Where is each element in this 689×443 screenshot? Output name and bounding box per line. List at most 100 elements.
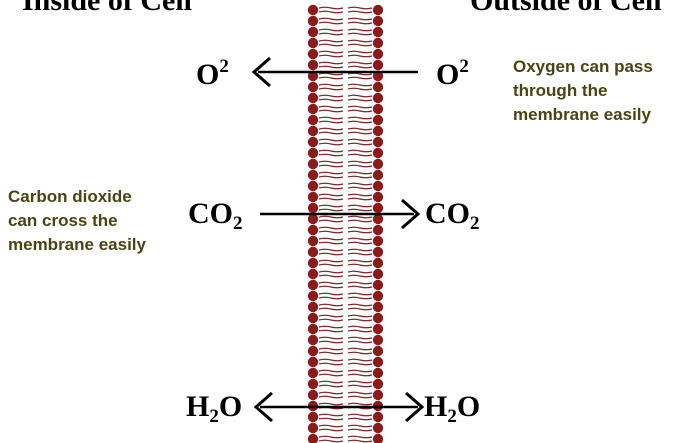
lipid-tail-inner bbox=[318, 380, 344, 384]
oxygen-note-line-2: through the bbox=[513, 81, 608, 100]
lipid-tail-outer bbox=[347, 98, 373, 102]
oxygen-note-line-3: membrane easily bbox=[513, 105, 651, 124]
lipid-head-inner bbox=[307, 422, 319, 434]
lipid-tail-inner bbox=[318, 171, 344, 175]
lipid-tail-outer bbox=[347, 270, 373, 274]
lipid-head-inner bbox=[307, 202, 319, 214]
lipid-tail-inner bbox=[318, 204, 344, 208]
lipid-head-inner bbox=[307, 70, 319, 82]
water-outside-label: H2O bbox=[424, 390, 480, 427]
lipid-tail-outer bbox=[347, 325, 373, 329]
lipid-tail-inner bbox=[318, 413, 344, 417]
outside-of-cell-heading: Outside of Cell bbox=[470, 0, 662, 17]
lipid-tail-outer bbox=[347, 149, 373, 153]
lipid-tail-outer bbox=[347, 171, 373, 175]
water-inside-subscript: 2 bbox=[209, 406, 219, 427]
lipid-head-inner bbox=[307, 4, 319, 16]
lipid-head-outer bbox=[372, 48, 384, 60]
lipid-tail-outer bbox=[347, 439, 373, 443]
lipid-head-outer bbox=[372, 81, 384, 93]
lipid-tail-inner bbox=[318, 94, 344, 98]
lipid-tail-inner bbox=[318, 248, 344, 252]
lipid-tail-inner bbox=[318, 17, 344, 21]
lipid-head-inner bbox=[307, 301, 319, 313]
lipid-tail-outer bbox=[347, 142, 373, 146]
lipid-head-inner bbox=[307, 323, 319, 335]
phospholipid-bilayer bbox=[307, 4, 384, 443]
lipid-tail-inner bbox=[318, 10, 344, 14]
inside-of-cell-heading: Inside of Cell bbox=[22, 0, 193, 17]
lipid-tail-outer bbox=[347, 395, 373, 399]
lipid-head-inner bbox=[307, 92, 319, 104]
lipid-head-outer bbox=[372, 257, 384, 269]
lipid-tail-inner bbox=[318, 325, 344, 329]
lipid-tail-outer bbox=[347, 417, 373, 421]
lipid-tail-outer bbox=[347, 391, 373, 395]
lipid-tail-inner bbox=[318, 32, 344, 36]
lipid-tail-outer bbox=[347, 116, 373, 120]
carbon-dioxide-outside-symbol: CO bbox=[425, 197, 470, 230]
lipid-head-inner bbox=[307, 224, 319, 236]
water-inside-label: H2O bbox=[186, 392, 242, 427]
lipid-tail-outer bbox=[347, 208, 373, 212]
lipid-tail-outer bbox=[347, 54, 373, 58]
lipid-head-inner bbox=[307, 191, 319, 203]
lipid-tail-inner bbox=[318, 28, 344, 32]
lipid-tail-outer bbox=[347, 39, 373, 43]
lipid-tail-inner bbox=[318, 340, 344, 344]
lipid-head-outer bbox=[372, 26, 384, 38]
lipid-head-outer bbox=[372, 279, 384, 291]
lipid-tail-inner bbox=[318, 318, 344, 322]
lipid-head-inner bbox=[307, 136, 319, 148]
lipid-head-inner bbox=[307, 147, 319, 159]
lipid-tail-inner bbox=[318, 219, 344, 223]
lipid-head-outer bbox=[372, 169, 384, 181]
lipid-head-outer bbox=[372, 213, 384, 225]
lipid-head-outer bbox=[372, 4, 384, 16]
lipid-tail-inner bbox=[318, 197, 344, 201]
carbon-dioxide-note-line-3: membrane easily bbox=[8, 235, 146, 254]
lipid-tail-inner bbox=[318, 153, 344, 157]
lipid-head-inner bbox=[307, 268, 319, 280]
lipid-head-outer bbox=[372, 15, 384, 27]
lipid-tail-outer bbox=[347, 175, 373, 179]
carbon-dioxide-note: Carbon dioxide can cross the membrane ea… bbox=[8, 185, 146, 257]
lipid-tail-inner bbox=[318, 237, 344, 241]
oxygen-outside-symbol: O bbox=[436, 58, 460, 91]
lipid-tail-inner bbox=[318, 263, 344, 267]
lipid-head-inner bbox=[307, 334, 319, 346]
lipid-tail-inner bbox=[318, 142, 344, 146]
lipid-tail-inner bbox=[318, 435, 344, 439]
water-outside-symbol: H bbox=[424, 390, 448, 423]
lipid-tail-outer bbox=[347, 83, 373, 87]
oxygen-inside-superscript: 2 bbox=[219, 56, 229, 77]
lipid-tail-outer bbox=[347, 369, 373, 373]
carbon-dioxide-inside-label: CO2 bbox=[188, 199, 243, 234]
lipid-tail-inner bbox=[318, 402, 344, 406]
lipid-tail-inner bbox=[318, 131, 344, 135]
lipid-tail-inner bbox=[318, 296, 344, 300]
lipid-head-inner bbox=[307, 279, 319, 291]
lipid-tail-outer bbox=[347, 219, 373, 223]
lipid-tail-inner bbox=[318, 83, 344, 87]
lipid-tail-inner bbox=[318, 230, 344, 234]
lipid-tail-outer bbox=[347, 43, 373, 47]
lipid-tail-inner bbox=[318, 281, 344, 285]
lipid-head-outer bbox=[372, 433, 384, 443]
carbon-dioxide-outside-subscript: 2 bbox=[470, 213, 480, 234]
lipid-tail-outer bbox=[347, 76, 373, 80]
lipid-tail-inner bbox=[318, 50, 344, 54]
lipid-tail-outer bbox=[347, 351, 373, 355]
lipid-tail-outer bbox=[347, 424, 373, 428]
lipid-head-outer bbox=[372, 345, 384, 357]
lipid-tail-outer bbox=[347, 215, 373, 219]
lipid-tail-outer bbox=[347, 241, 373, 245]
lipid-tail-inner bbox=[318, 43, 344, 47]
lipid-tail-inner bbox=[318, 182, 344, 186]
lipid-tail-outer bbox=[347, 204, 373, 208]
lipid-head-outer bbox=[372, 422, 384, 434]
lipid-tail-inner bbox=[318, 87, 344, 91]
lipid-head-inner bbox=[307, 257, 319, 269]
lipid-tail-outer bbox=[347, 138, 373, 142]
lipid-head-outer bbox=[372, 356, 384, 368]
